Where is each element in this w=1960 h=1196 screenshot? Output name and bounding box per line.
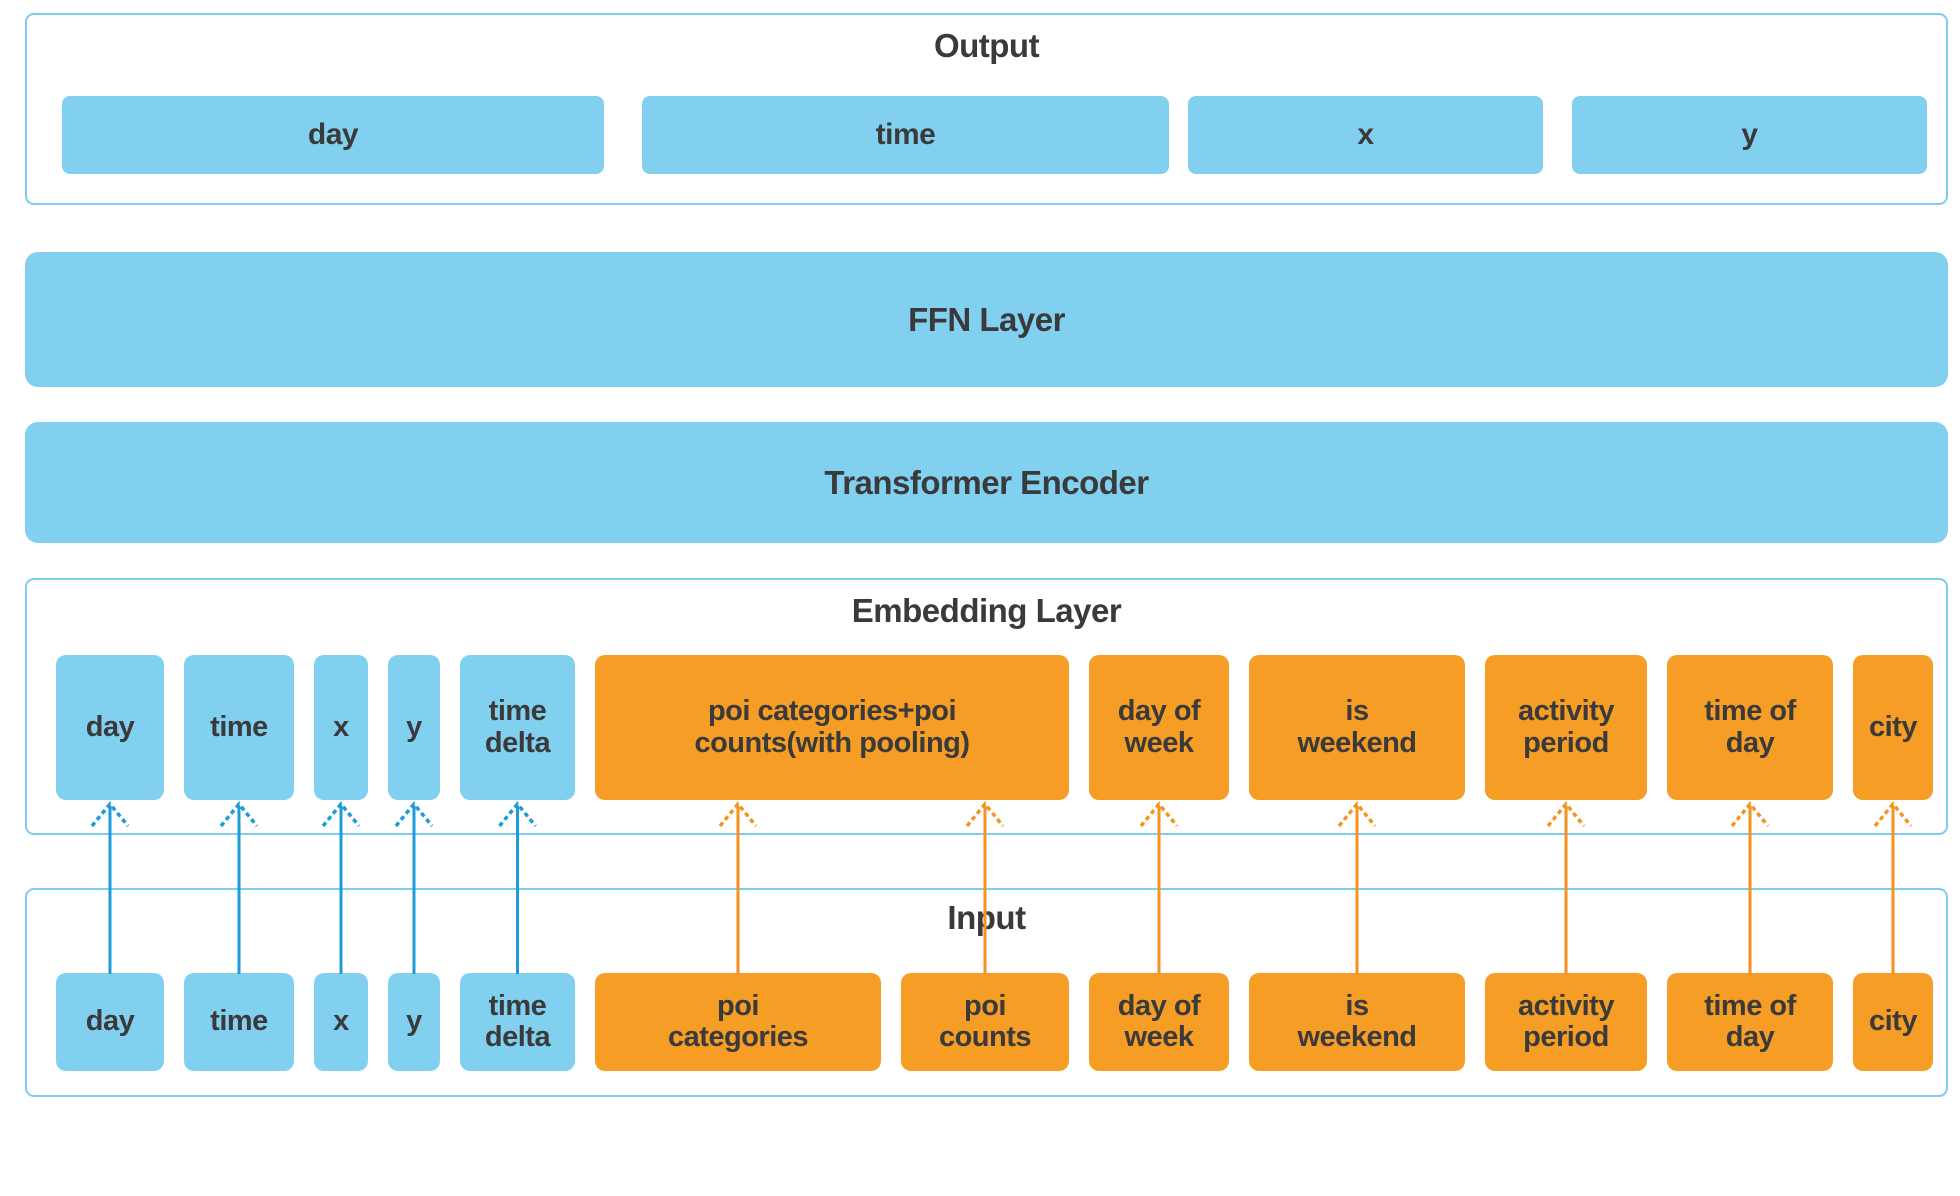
input-box: poi categories: [595, 973, 881, 1071]
input-box: activity period: [1485, 973, 1647, 1071]
embedding-box: y: [388, 655, 440, 800]
input-box: time: [184, 973, 294, 1071]
input-box: time delta: [460, 973, 575, 1071]
embedding-box: is weekend: [1249, 655, 1465, 800]
input-box: x: [314, 973, 368, 1071]
input-box: y: [388, 973, 440, 1071]
output-row: day time x y: [27, 96, 1927, 174]
input-box: city: [1853, 973, 1933, 1071]
embedding-box: time: [184, 655, 294, 800]
embedding-box: day: [56, 655, 164, 800]
embedding-box: time delta: [460, 655, 575, 800]
output-title: Output: [933, 27, 1040, 64]
input-box: day of week: [1089, 973, 1229, 1071]
ffn-layer-bar: FFN Layer: [25, 252, 1948, 387]
input-box: time of day: [1667, 973, 1833, 1071]
input-box: day: [56, 973, 164, 1071]
embedding-box-pooled: poi categories+poi counts(with pooling): [595, 655, 1069, 800]
embedding-box: day of week: [1089, 655, 1229, 800]
input-row: day time x y time delta poi categories p…: [56, 973, 1933, 1071]
embedding-box: activity period: [1485, 655, 1647, 800]
input-box: is weekend: [1249, 973, 1465, 1071]
embedding-box: x: [314, 655, 368, 800]
input-panel: Input day time x y time delta poi catego…: [25, 888, 1948, 1097]
transformer-encoder-bar: Transformer Encoder: [25, 422, 1948, 543]
embedding-box: time of day: [1667, 655, 1833, 800]
output-box-y: y: [1572, 96, 1927, 174]
input-box: poi counts: [901, 973, 1069, 1071]
embedding-row: day time x y time delta poi categories+p…: [56, 655, 1933, 800]
output-box-time: time: [642, 96, 1169, 174]
input-title: Input: [947, 899, 1026, 936]
embedding-title: Embedding Layer: [851, 592, 1122, 629]
embedding-panel: Embedding Layer day time x y time delta …: [25, 578, 1948, 835]
output-panel: Output day time x y: [25, 13, 1948, 205]
output-box-day: day: [62, 96, 604, 174]
output-box-x: x: [1188, 96, 1543, 174]
embedding-box: city: [1853, 655, 1933, 800]
